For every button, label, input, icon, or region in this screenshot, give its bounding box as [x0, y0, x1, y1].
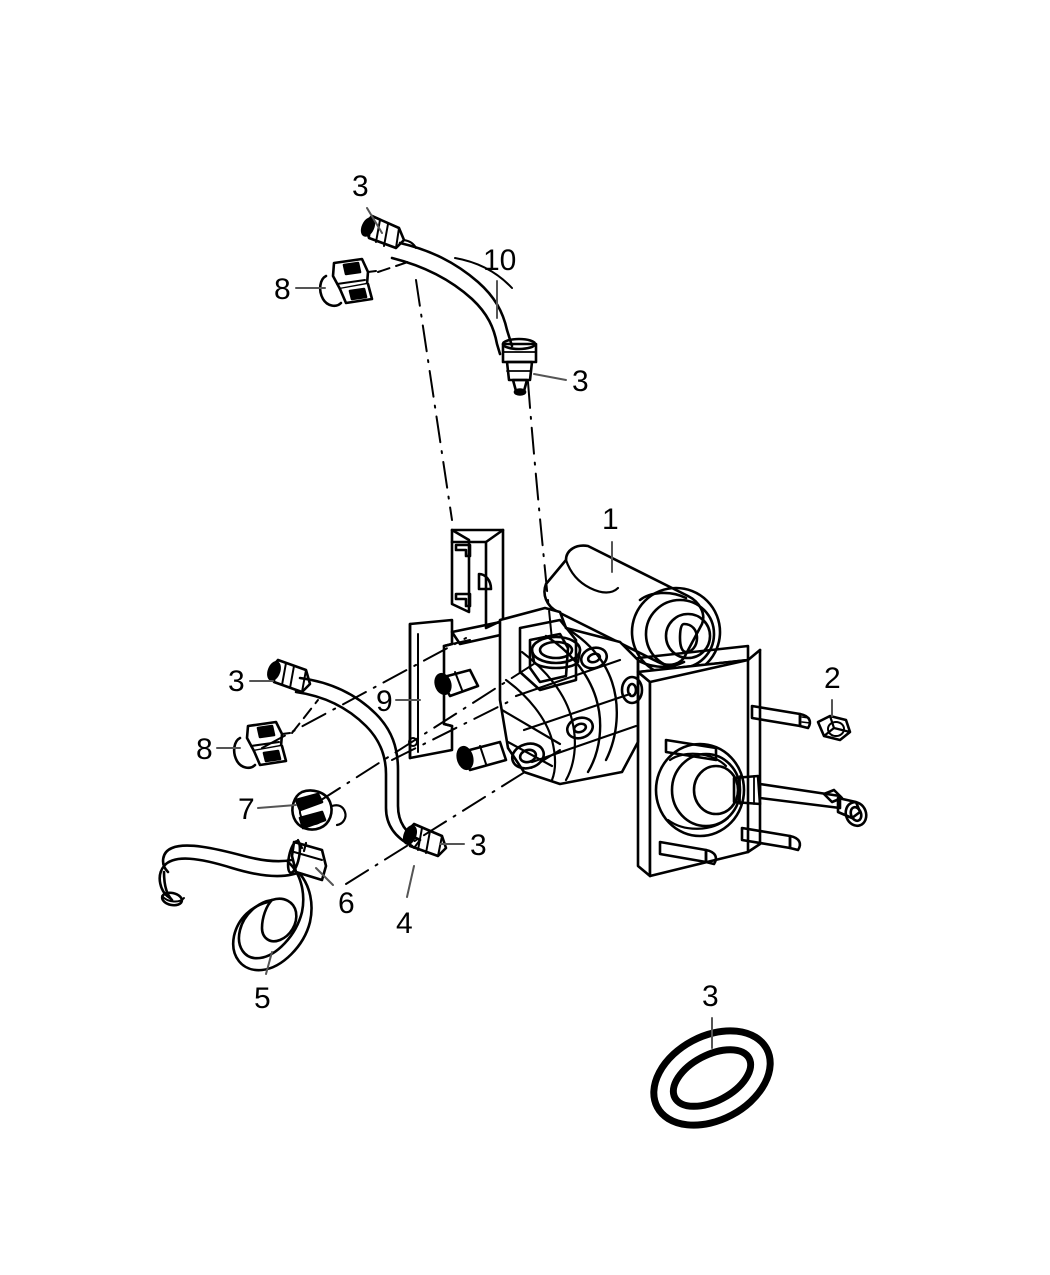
fitting-lower-left [267, 658, 312, 694]
pump-left-ports [434, 668, 546, 772]
mounting-nut-2 [816, 714, 852, 742]
clip-8-lower-connector [291, 699, 319, 734]
alignment-line-upper-left [415, 279, 453, 521]
callout-number-8: 8 [196, 733, 213, 766]
callout-leader-lines [216, 207, 833, 1049]
alignment-line-bracket [391, 699, 513, 761]
o-ring-seal-3 [650, 1027, 774, 1129]
fitting-lower-right [402, 822, 448, 858]
line-bracket-clip-8-lower [232, 720, 291, 770]
clip-8-upper-connector [377, 261, 409, 273]
leader-line-6 [315, 867, 334, 886]
leader-line-5 [265, 951, 273, 975]
alignment-line-upper-right [527, 381, 553, 641]
callout-number-6: 6 [338, 887, 355, 920]
retainer-clip-7 [291, 789, 347, 831]
leader-line-4 [406, 865, 415, 898]
callout-number-10: 10 [483, 244, 517, 277]
leader-line-3 [366, 207, 383, 234]
return-hose-5 [158, 844, 313, 972]
supply-line-tube-10 [390, 241, 514, 356]
fitting-upper-mid [501, 337, 538, 396]
booster-pump-assembly-1 [434, 544, 722, 786]
line-bracket-clip-8-upper [318, 257, 377, 308]
leader-line-3 [533, 373, 567, 381]
callout-number-7: 7 [238, 793, 255, 826]
callout-number-3: 3 [352, 170, 369, 203]
callout-number-1: 1 [602, 503, 619, 536]
callout-number-3: 3 [228, 665, 245, 698]
callout-number-8: 8 [274, 273, 291, 306]
alignment-line-hose [345, 749, 561, 885]
callout-number-3: 3 [572, 365, 589, 398]
leader-line-7 [257, 804, 297, 809]
callout-number-2: 2 [824, 662, 841, 695]
callout-number-5: 5 [254, 982, 271, 1015]
firewall-mounting-plate [636, 644, 868, 878]
callout-number-4: 4 [396, 907, 413, 940]
fitting-upper-left [360, 214, 417, 250]
callout-number-3: 3 [470, 829, 487, 862]
callout-number-9: 9 [376, 685, 393, 718]
callout-number-3: 3 [702, 980, 719, 1013]
alignment-line-clip-8 [261, 637, 467, 749]
alignment-line-clip-7 [317, 659, 541, 803]
